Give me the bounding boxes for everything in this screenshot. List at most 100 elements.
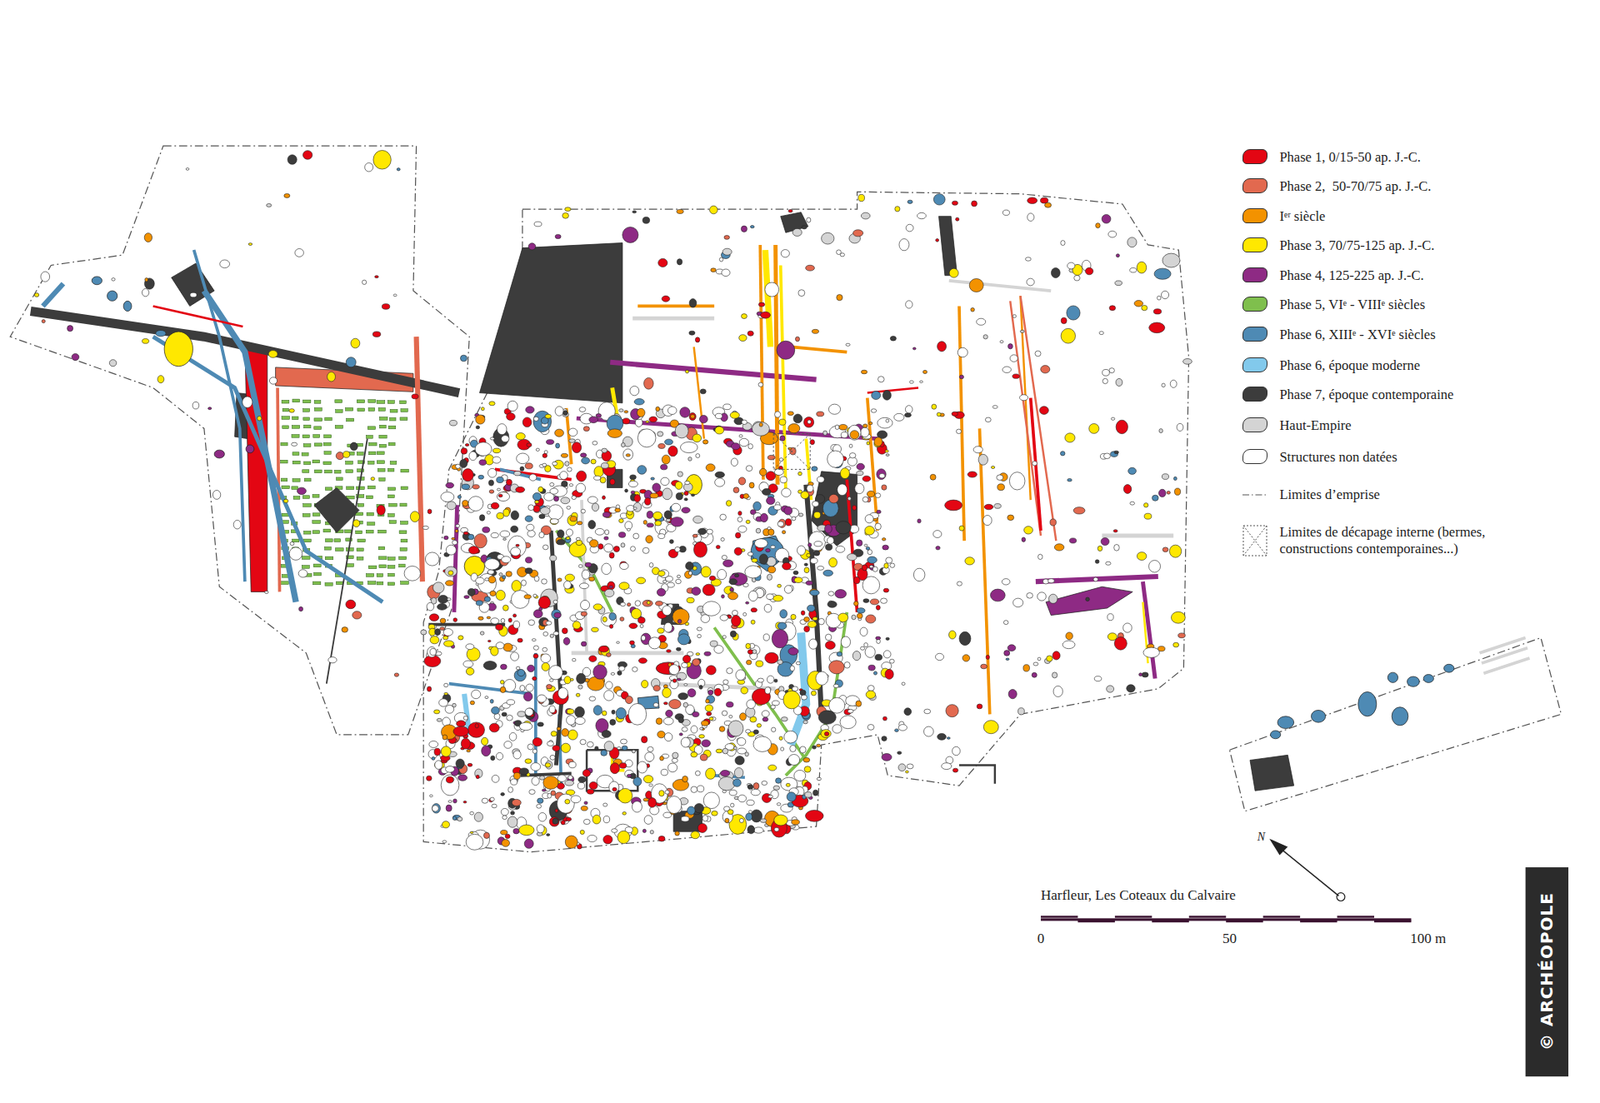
pit	[1031, 672, 1037, 678]
pit	[804, 766, 811, 773]
pit	[646, 523, 654, 528]
pit	[697, 823, 707, 833]
pit	[564, 676, 571, 685]
pit	[754, 539, 768, 549]
pit	[609, 781, 620, 794]
pit	[542, 453, 547, 458]
pit	[865, 525, 875, 535]
pit	[525, 708, 535, 720]
pit	[555, 809, 559, 813]
pit	[701, 720, 710, 726]
grave	[293, 496, 300, 500]
pit	[883, 588, 889, 593]
pit	[468, 546, 479, 555]
pit	[733, 487, 740, 494]
pit	[542, 647, 548, 652]
pit	[970, 307, 975, 312]
pit	[945, 705, 959, 718]
pit	[752, 650, 757, 655]
grave	[281, 416, 290, 420]
pit	[546, 741, 554, 747]
grave	[312, 530, 320, 535]
pit	[642, 829, 646, 833]
pit	[440, 618, 446, 624]
pit	[1149, 560, 1161, 573]
pit	[747, 825, 755, 835]
pit	[780, 610, 788, 619]
pit	[923, 370, 928, 374]
grave	[366, 512, 374, 516]
pit	[661, 455, 670, 465]
pit	[695, 454, 700, 459]
pit	[804, 617, 810, 623]
pit	[755, 660, 764, 667]
pit	[905, 770, 909, 774]
pit	[550, 731, 557, 737]
pit	[675, 424, 689, 439]
pit	[696, 627, 702, 631]
grave	[280, 460, 288, 464]
pit	[622, 811, 626, 815]
ditch	[42, 283, 63, 306]
pit	[538, 596, 551, 610]
pit	[458, 775, 468, 781]
pit	[445, 776, 454, 784]
pit	[429, 614, 439, 622]
pit	[955, 217, 960, 221]
pit	[565, 574, 575, 582]
pit	[774, 679, 778, 683]
pit	[587, 496, 598, 504]
pit	[633, 533, 640, 540]
grave	[325, 487, 332, 491]
pit	[1423, 675, 1434, 684]
pit	[1141, 305, 1148, 310]
pit	[793, 414, 803, 424]
pit	[660, 477, 670, 485]
pit	[738, 477, 745, 485]
pit	[699, 415, 708, 423]
pit	[763, 634, 770, 641]
pit	[675, 831, 680, 836]
pit	[879, 473, 885, 479]
pit	[578, 685, 583, 690]
pit	[491, 775, 500, 783]
pit	[870, 599, 880, 605]
pit	[905, 405, 913, 414]
pit	[676, 259, 682, 265]
pit	[785, 783, 790, 787]
pit	[1025, 257, 1031, 261]
pit	[465, 444, 470, 447]
pit	[840, 431, 848, 438]
pit	[727, 810, 734, 815]
pit	[455, 464, 461, 469]
pit	[690, 786, 698, 793]
pit	[527, 744, 534, 750]
pit	[800, 690, 806, 696]
pit	[565, 780, 575, 787]
grave	[314, 418, 323, 422]
pit	[850, 525, 860, 534]
structures-large	[171, 212, 1295, 832]
pit	[502, 815, 507, 820]
pit	[610, 672, 615, 675]
pit	[482, 527, 490, 534]
pit	[676, 672, 687, 680]
grave	[379, 478, 385, 482]
grave	[291, 425, 300, 430]
grave	[355, 530, 363, 535]
pit	[486, 511, 490, 515]
pit	[652, 483, 661, 493]
grave	[389, 503, 398, 507]
pit	[862, 475, 871, 482]
pit	[510, 590, 530, 610]
pit	[851, 615, 856, 620]
pit	[762, 717, 769, 722]
pit	[567, 467, 573, 472]
pit	[800, 746, 806, 754]
grave	[345, 461, 354, 465]
pit	[649, 784, 654, 787]
pit	[489, 401, 495, 406]
pit	[811, 329, 819, 334]
pit	[571, 442, 581, 454]
pit	[501, 556, 511, 564]
